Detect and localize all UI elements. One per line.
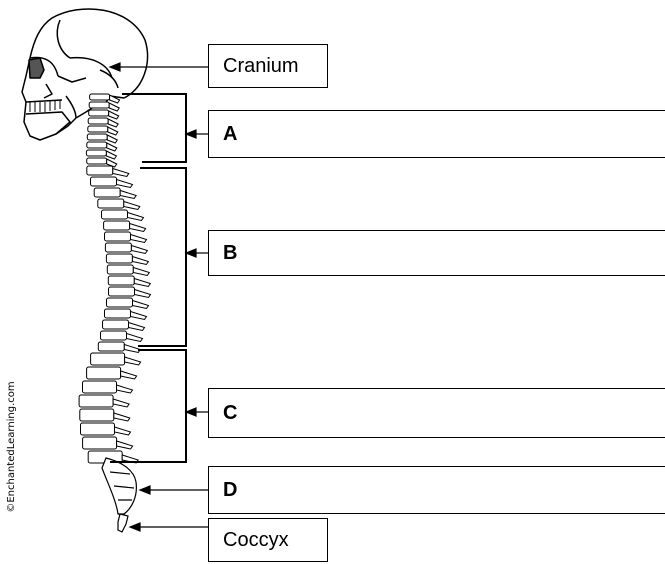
vertebra (107, 265, 133, 274)
sacrum (102, 458, 136, 532)
vertebra (91, 177, 117, 186)
spinous-process (115, 427, 131, 435)
spinous-process (113, 169, 129, 177)
label-coccyx: Coccyx (208, 518, 328, 562)
spinous-process (108, 119, 118, 127)
vertebra (91, 353, 125, 365)
spinous-process (131, 312, 147, 320)
vertebra (81, 423, 115, 435)
vertebra (98, 342, 124, 351)
skull (22, 9, 147, 140)
spinous-process (127, 334, 143, 342)
vertebra (106, 254, 132, 263)
spinous-process (133, 268, 149, 276)
vertebra (105, 232, 131, 241)
vertebra (87, 158, 107, 164)
label-cranium: Cranium (208, 44, 328, 88)
vertebra (87, 367, 121, 379)
vertebra (90, 94, 110, 100)
vertebra (89, 110, 109, 116)
vertebra (108, 276, 134, 285)
spinous-process (108, 127, 118, 135)
spinous-process (109, 103, 119, 111)
vertebra (103, 320, 129, 329)
spinous-process (125, 357, 141, 365)
spinous-process (114, 413, 130, 421)
label-b[interactable]: B (208, 230, 665, 276)
vertebra (87, 142, 107, 148)
vertebra (104, 221, 130, 230)
credit-text: ©EnchantedLearning.com (6, 372, 20, 522)
spinous-process (124, 345, 140, 353)
vertebra (86, 150, 106, 156)
spinous-process (128, 213, 144, 221)
vertebra (87, 166, 113, 175)
spinous-process (133, 301, 149, 309)
vertebra (83, 381, 117, 393)
coccyx-bone (118, 514, 128, 532)
vertebral-column (79, 94, 150, 463)
vertebra (87, 134, 107, 140)
spinous-process (130, 224, 146, 232)
spinous-process (120, 191, 136, 199)
vertebra (105, 243, 131, 252)
vertebra (94, 188, 120, 197)
label-c[interactable]: C (208, 388, 665, 438)
vertebra (105, 309, 131, 318)
label-a[interactable]: A (208, 110, 665, 158)
spinous-process (135, 290, 151, 298)
spinous-process (124, 202, 140, 210)
vertebra (83, 437, 117, 449)
vertebra (102, 210, 128, 219)
spinous-process (109, 111, 119, 119)
spinous-process (121, 371, 137, 379)
vertebra (98, 199, 124, 208)
vertebra (88, 118, 108, 124)
spinous-process (131, 246, 147, 254)
vertebra (89, 102, 109, 108)
spinous-process (117, 385, 133, 393)
vertebra (80, 409, 114, 421)
vertebra (79, 395, 113, 407)
vertebra (107, 298, 133, 307)
vertebra (101, 331, 127, 340)
vertebra (109, 287, 135, 296)
label-d[interactable]: D (208, 466, 665, 514)
spinous-process (132, 257, 148, 265)
spinous-process (134, 279, 150, 287)
spinous-process (113, 399, 129, 407)
eye-socket (29, 58, 44, 78)
spinous-process (107, 143, 117, 151)
bracket-cervical (122, 94, 186, 162)
spinous-process (131, 235, 147, 243)
spinous-process (117, 180, 133, 188)
spinous-process (117, 441, 133, 449)
spinous-process (129, 323, 145, 331)
spinous-process (106, 151, 116, 159)
spinous-process (107, 135, 117, 143)
vertebra (88, 126, 108, 132)
